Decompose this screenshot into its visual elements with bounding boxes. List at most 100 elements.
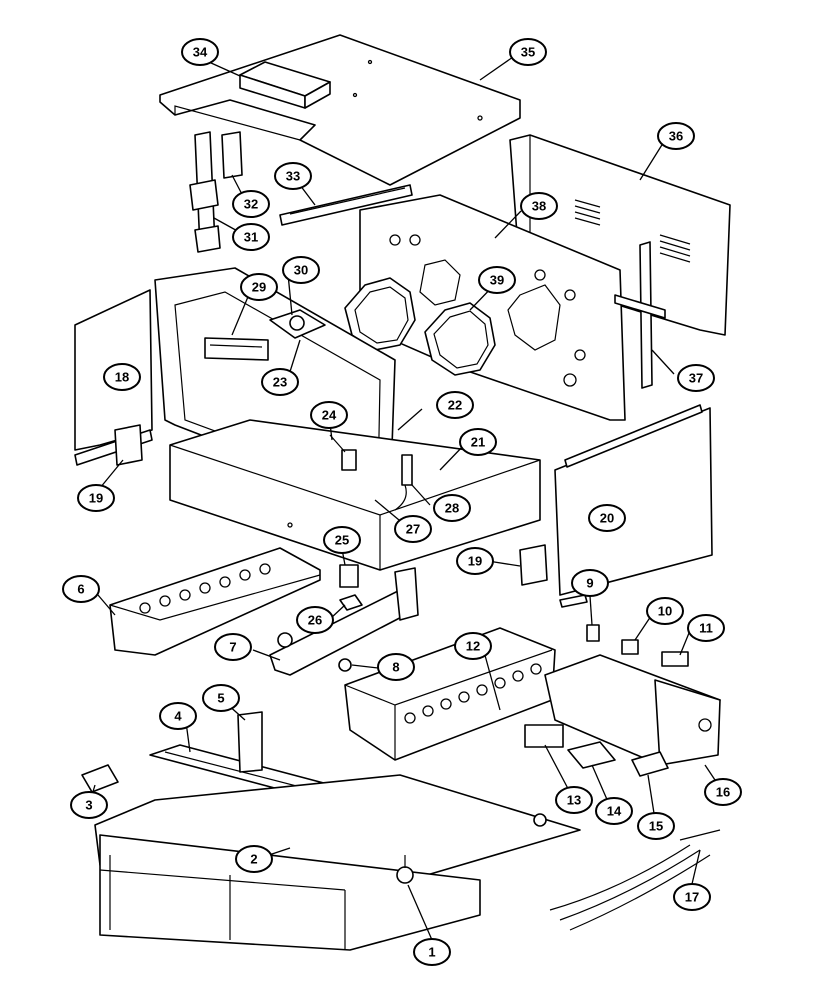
callout-26: 26 bbox=[296, 606, 334, 634]
thermostat bbox=[269, 309, 326, 339]
callout-11: 11 bbox=[687, 614, 725, 642]
wire-harness bbox=[549, 829, 721, 931]
pallet bbox=[94, 774, 581, 951]
callout-label-17: 17 bbox=[685, 890, 699, 905]
probe-27-28 bbox=[394, 454, 413, 511]
board-14 bbox=[567, 741, 616, 769]
callout-label-8: 8 bbox=[392, 660, 399, 675]
switch-10 bbox=[621, 639, 639, 655]
callout-label-7: 7 bbox=[229, 640, 236, 655]
component-9 bbox=[559, 594, 600, 642]
callout-label-32: 32 bbox=[244, 197, 258, 212]
callout-label-11: 11 bbox=[699, 621, 713, 636]
callout-32: 32 bbox=[232, 190, 270, 218]
vent-box bbox=[239, 61, 331, 109]
valve-13 bbox=[524, 724, 564, 748]
callout-3: 3 bbox=[70, 791, 108, 819]
callout-label-23: 23 bbox=[273, 375, 287, 390]
callout-12: 12 bbox=[454, 632, 492, 660]
callout-17: 17 bbox=[673, 883, 711, 911]
callout-28: 28 bbox=[433, 494, 471, 522]
callout-label-10: 10 bbox=[658, 604, 672, 619]
sensor-25 bbox=[339, 564, 359, 588]
bracket-19-left bbox=[114, 424, 143, 466]
callout-label-29: 29 bbox=[252, 280, 266, 295]
callout-label-28: 28 bbox=[445, 501, 459, 516]
leveling-foot bbox=[396, 813, 547, 884]
callout-1: 1 bbox=[413, 938, 451, 966]
callout-label-21: 21 bbox=[471, 435, 485, 450]
callout-label-38: 38 bbox=[532, 199, 546, 214]
right-side-panel bbox=[554, 404, 713, 596]
callout-label-9: 9 bbox=[586, 576, 593, 591]
burner-box bbox=[344, 627, 556, 761]
callout-24: 24 bbox=[310, 401, 348, 429]
post-5 bbox=[237, 711, 263, 773]
bracket-19-right bbox=[519, 544, 548, 586]
callout-20: 20 bbox=[588, 504, 626, 532]
callout-39: 39 bbox=[478, 266, 516, 294]
callout-label-5: 5 bbox=[217, 691, 224, 706]
callout-label-37: 37 bbox=[689, 371, 703, 386]
vent-duct-left bbox=[189, 131, 221, 253]
callout-29: 29 bbox=[240, 273, 278, 301]
callout-13: 13 bbox=[555, 786, 593, 814]
callout-label-4: 4 bbox=[174, 709, 182, 724]
callout-label-19a: 19 bbox=[89, 491, 103, 506]
callout-18: 18 bbox=[103, 363, 141, 391]
callout-label-39: 39 bbox=[490, 273, 504, 288]
callout-label-1: 1 bbox=[428, 945, 435, 960]
callout-37: 37 bbox=[677, 364, 715, 392]
callouts: 1 2 3 4 5 6 7 8 9 10 11 12 13 14 15 16 1… bbox=[62, 38, 742, 966]
callout-label-3: 3 bbox=[85, 798, 92, 813]
switch-11 bbox=[661, 651, 689, 667]
callout-9: 9 bbox=[571, 569, 609, 597]
callout-label-6: 6 bbox=[77, 582, 84, 597]
callout-label-20: 20 bbox=[600, 511, 614, 526]
callout-30: 30 bbox=[282, 256, 320, 284]
callout-7: 7 bbox=[214, 633, 252, 661]
block-15 bbox=[631, 751, 669, 777]
callout-14: 14 bbox=[595, 797, 633, 825]
callout-10: 10 bbox=[646, 597, 684, 625]
callout-23: 23 bbox=[261, 368, 299, 396]
callout-2: 2 bbox=[235, 845, 273, 873]
callout-8: 8 bbox=[377, 653, 415, 681]
callout-4: 4 bbox=[159, 702, 197, 730]
callout-label-25: 25 bbox=[335, 533, 349, 548]
right-post bbox=[614, 241, 666, 389]
callout-label-24: 24 bbox=[322, 408, 337, 423]
clip-3 bbox=[81, 764, 119, 793]
callout-27: 27 bbox=[394, 515, 432, 543]
callout-5: 5 bbox=[202, 684, 240, 712]
part-drawings bbox=[74, 34, 731, 951]
callout-16: 16 bbox=[704, 778, 742, 806]
callout-label-19b: 19 bbox=[468, 554, 482, 569]
callout-19b: 19 bbox=[456, 547, 494, 575]
callout-label-2: 2 bbox=[250, 852, 257, 867]
vent-duct-small bbox=[221, 131, 243, 179]
callout-21: 21 bbox=[459, 428, 497, 456]
lower-channel bbox=[269, 567, 419, 676]
callout-label-26: 26 bbox=[308, 613, 322, 628]
callout-label-18: 18 bbox=[115, 370, 129, 385]
callout-25: 25 bbox=[323, 526, 361, 554]
callout-22: 22 bbox=[436, 391, 474, 419]
manifold-bracket bbox=[109, 547, 321, 656]
callout-36: 36 bbox=[657, 122, 695, 150]
callout-label-15: 15 bbox=[649, 819, 663, 834]
oven-base-box bbox=[169, 419, 541, 571]
callout-label-27: 27 bbox=[406, 522, 420, 537]
callout-label-30: 30 bbox=[294, 263, 308, 278]
callout-label-14: 14 bbox=[607, 804, 622, 819]
callout-label-35: 35 bbox=[521, 45, 535, 60]
callout-label-22: 22 bbox=[448, 398, 462, 413]
callout-label-16: 16 bbox=[716, 785, 730, 800]
callout-33: 33 bbox=[274, 162, 312, 190]
callout-label-13: 13 bbox=[567, 793, 581, 808]
top-rail bbox=[279, 184, 413, 226]
callout-38: 38 bbox=[520, 192, 558, 220]
callout-31: 31 bbox=[232, 223, 270, 251]
octagon-ring-1 bbox=[344, 277, 416, 351]
